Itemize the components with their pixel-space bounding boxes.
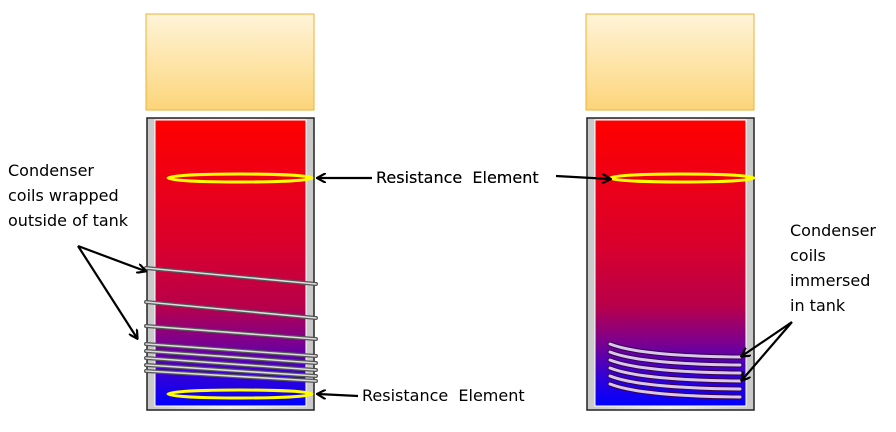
label-line: coils wrapped (8, 186, 119, 205)
right-tank-cap (585, 13, 755, 111)
arrow-left-coils-1 (77, 244, 145, 271)
label-line: in tank (790, 296, 846, 315)
right-immersed-coils (607, 341, 743, 400)
arrow-right-coils-2 (742, 321, 793, 380)
left-bottom-resistance-element (166, 388, 314, 400)
left-wrapped-coils (144, 266, 318, 383)
label-line: coils (790, 246, 826, 265)
left-top-resistance-element (166, 172, 314, 184)
arrow-right-coils-1 (742, 321, 793, 356)
left-condenser-label: Condenser coils wrapped outside of tank (8, 158, 128, 233)
left-tank-cap (145, 13, 315, 111)
arrow-left-coils-2 (77, 245, 137, 338)
arrow-right-element (555, 176, 610, 179)
right-condenser-label: Condenser coils immersed in tank (790, 218, 876, 318)
right-tank (585, 13, 756, 411)
left-top-element-label: Resistance Element (376, 168, 539, 187)
label-line: Condenser (8, 161, 94, 180)
label-line: immersed (790, 271, 871, 290)
left-tank (144, 13, 318, 411)
label-line: Condenser (790, 221, 876, 240)
left-bottom-element-label: Resistance Element (362, 386, 525, 405)
arrow-left-bottom-element (318, 394, 359, 396)
label-line: outside of tank (8, 211, 129, 230)
